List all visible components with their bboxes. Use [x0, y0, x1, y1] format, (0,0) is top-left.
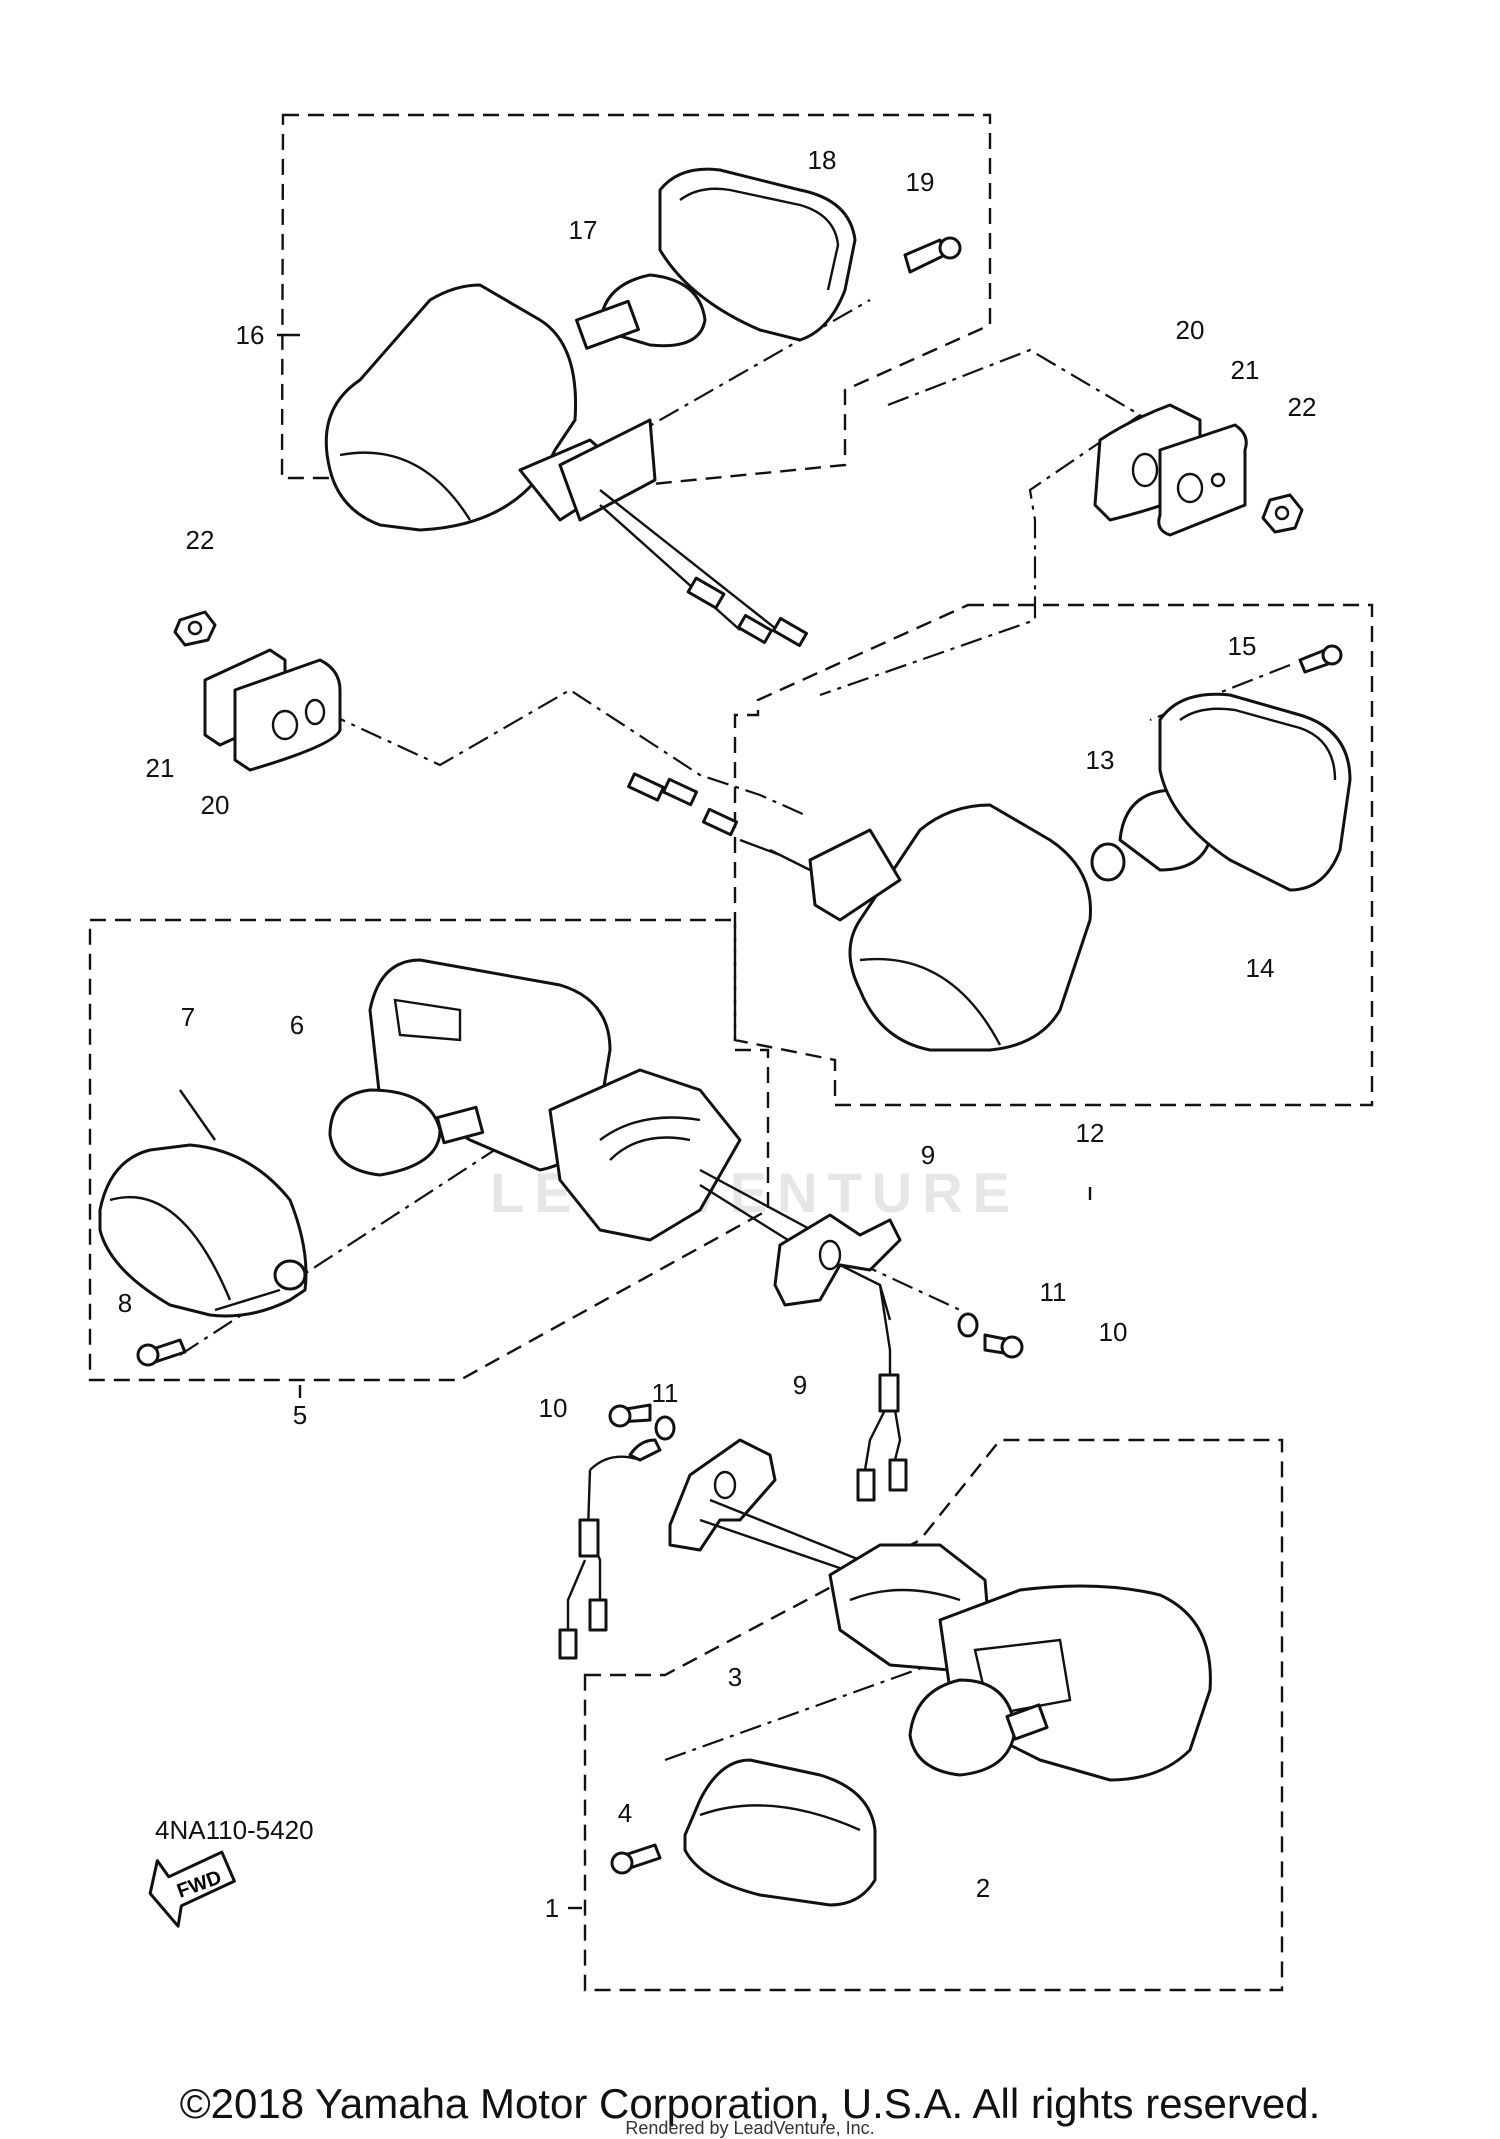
- copyright-notice: ©2018 Yamaha Motor Corporation, U.S.A. A…: [179, 2080, 1321, 2127]
- group-box-5: [88, 918, 770, 1382]
- leader-line-top-mount: [819, 348, 1143, 697]
- group-box-1: [583, 1438, 1284, 1992]
- callout-9-lower: 9: [792, 1370, 808, 1400]
- callout-6: 6: [289, 1010, 305, 1040]
- leader-line-lens-3: [664, 1663, 931, 1762]
- callout-11-upper: 11: [1039, 1277, 1067, 1307]
- callout-10-upper: 10: [1098, 1317, 1128, 1347]
- turn-signal-assembly-5: [98, 958, 831, 1367]
- turn-signal-assembly-16: [324, 167, 962, 648]
- leader-line-bracket-9: [819, 1244, 961, 1311]
- callout-11-lower: 11: [651, 1378, 679, 1408]
- fwd-arrow-icon: [148, 1850, 236, 1928]
- callout-4: 4: [617, 1798, 633, 1828]
- leader-line-left-mount: [324, 688, 806, 817]
- callout-7: 7: [180, 1002, 196, 1032]
- callout-20-upper: 20: [1175, 315, 1205, 345]
- callout-leaders: [179, 333, 1092, 1910]
- callout-8: 8: [117, 1288, 133, 1318]
- group-box-12: [733, 603, 1374, 1107]
- callout-14: 14: [1245, 953, 1275, 983]
- callout-12: 12: [1075, 1118, 1105, 1148]
- callout-13: 13: [1085, 745, 1115, 775]
- leader-line-lens-7: [179, 1139, 511, 1356]
- callout-15: 15: [1227, 631, 1257, 661]
- callout-5: 5: [292, 1400, 308, 1430]
- figure-code: 4NA110-5420: [155, 1815, 314, 1845]
- callout-18: 18: [807, 145, 837, 175]
- callout-19: 19: [905, 167, 935, 197]
- callout-21-lower: 21: [145, 753, 175, 783]
- turn-signal-assembly-1: [558, 1403, 1212, 1907]
- rendered-by-notice: Rendered by LeadVenture, Inc.: [625, 2118, 875, 2138]
- callout-3: 3: [727, 1662, 743, 1692]
- callout-9-upper: 9: [920, 1140, 936, 1170]
- bracket-9-upper: [773, 1213, 1024, 1502]
- callout-17: 17: [568, 215, 598, 245]
- callout-1: 1: [544, 1893, 560, 1923]
- callout-16: 16: [235, 320, 265, 350]
- callout-22-lower: 22: [185, 525, 215, 555]
- callout-20-lower: 20: [200, 790, 230, 820]
- callout-10-lower: 10: [538, 1393, 568, 1423]
- mount-parts-upper-left: [173, 610, 342, 772]
- callout-22-upper: 22: [1287, 392, 1317, 422]
- callout-2: 2: [975, 1873, 991, 1903]
- callout-21-upper: 21: [1230, 355, 1260, 385]
- turn-signal-assembly-12: [627, 644, 1352, 1052]
- mount-parts-upper-right: [1093, 403, 1304, 537]
